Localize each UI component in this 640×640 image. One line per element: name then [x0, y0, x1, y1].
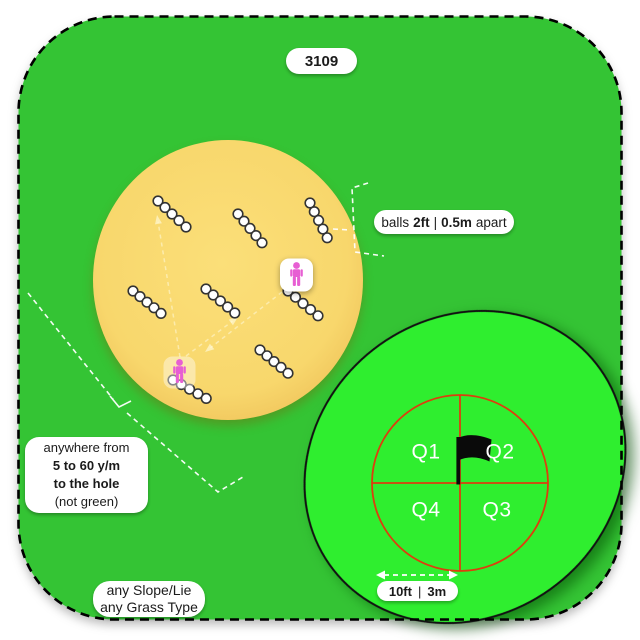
- golf-ball: [173, 214, 185, 227]
- golf-ball: [155, 307, 167, 320]
- distance-note-line3: to the hole: [53, 476, 120, 491]
- golf-ball: [321, 232, 333, 244]
- quadrant-label-q3: Q3: [482, 498, 512, 522]
- golf-ball: [207, 289, 219, 301]
- golf-ball: [180, 221, 192, 233]
- golf-ball: [159, 201, 171, 214]
- flag-icon: [456, 435, 492, 485]
- golf-ball: [238, 215, 250, 227]
- double-arrow-icon: [376, 570, 458, 580]
- ball-spacing-separator: |: [433, 214, 438, 230]
- shot-arrowhead-icon: [228, 317, 238, 326]
- conditions-line1: any Slope/Lie: [106, 582, 192, 598]
- quadrant-label-q4: Q4: [411, 498, 441, 522]
- quadrant-label-q2: Q2: [485, 440, 515, 464]
- golf-ball: [200, 392, 212, 405]
- conditions-line2: any Grass Type: [100, 599, 198, 615]
- golf-ball: [214, 295, 226, 307]
- shot-direction-arrows: [155, 215, 283, 358]
- golf-ball: [308, 206, 320, 218]
- chevron-arrow-icon: [109, 395, 132, 409]
- golf-ball: [254, 344, 266, 356]
- golf-ball: [304, 197, 316, 209]
- golf-ball: [222, 301, 234, 313]
- golf-ball: [256, 237, 268, 249]
- golf-ball: [289, 291, 302, 303]
- ball-spacing-metric: 0.5m: [441, 214, 472, 230]
- golf-ball: [141, 296, 153, 308]
- golf-ball: [261, 350, 273, 362]
- golf-ball: [229, 307, 241, 319]
- quadrant-label-q1: Q1: [411, 440, 441, 464]
- golf-ball: [297, 297, 309, 310]
- green-size-separator: |: [417, 583, 422, 599]
- distance-path-dashes: [27, 292, 244, 493]
- shot-arrowhead-icon: [205, 343, 215, 352]
- distance-note-line2: 5 to 60 y/m: [52, 458, 121, 473]
- golf-ball: [134, 291, 146, 303]
- golf-ball: [275, 361, 287, 374]
- golf-ball: [166, 208, 178, 220]
- ball-spacing-prefix: balls: [381, 214, 410, 230]
- golf-ball: [304, 304, 317, 316]
- golf-ball: [317, 223, 329, 235]
- golf-ball: [282, 367, 294, 379]
- golfer-icon: [163, 356, 196, 389]
- field-boundary-dashes: [17, 15, 623, 621]
- green-size-imperial: 10ft: [388, 583, 412, 599]
- green-size-metric: 3m: [427, 583, 447, 599]
- spacing-bracket-dashes: [332, 182, 385, 257]
- shot-arrow-line: [157, 221, 181, 358]
- distance-note-line4: (not green): [54, 494, 119, 509]
- shot-arrow-line: [185, 320, 233, 357]
- green-size-label: 10ft | 3m: [377, 581, 458, 601]
- golf-ball: [232, 208, 244, 220]
- golfer-icon: [280, 258, 313, 292]
- conditions-note: any Slope/Lie any Grass Type: [93, 581, 205, 617]
- drill-number-badge: 3109: [286, 48, 357, 74]
- drill-number: 3109: [304, 52, 339, 70]
- putting-green: [303, 309, 627, 625]
- golf-ball: [184, 383, 196, 395]
- golf-ball: [200, 283, 212, 295]
- hitting-area: [93, 140, 363, 420]
- golf-ball: [250, 230, 262, 242]
- golf-ball: [152, 195, 164, 207]
- golf-ball: [148, 302, 160, 314]
- ball-spacing-label: balls 2ft | 0.5m apart: [374, 210, 514, 234]
- golf-ball: [313, 214, 325, 226]
- shot-arrowhead-icon: [155, 215, 162, 225]
- ball-spacing-suffix: apart: [475, 214, 507, 230]
- ball-spacing-imperial: 2ft: [413, 214, 430, 230]
- golf-ball: [244, 222, 256, 234]
- golf-ball: [127, 285, 139, 297]
- shot-arrow-line: [210, 291, 283, 349]
- distance-note-line1: anywhere from: [43, 440, 130, 455]
- golf-ball: [268, 356, 280, 368]
- distance-note: anywhere from 5 to 60 y/m to the hole (n…: [25, 437, 148, 513]
- golf-ball: [312, 310, 324, 322]
- golf-ball: [192, 388, 204, 400]
